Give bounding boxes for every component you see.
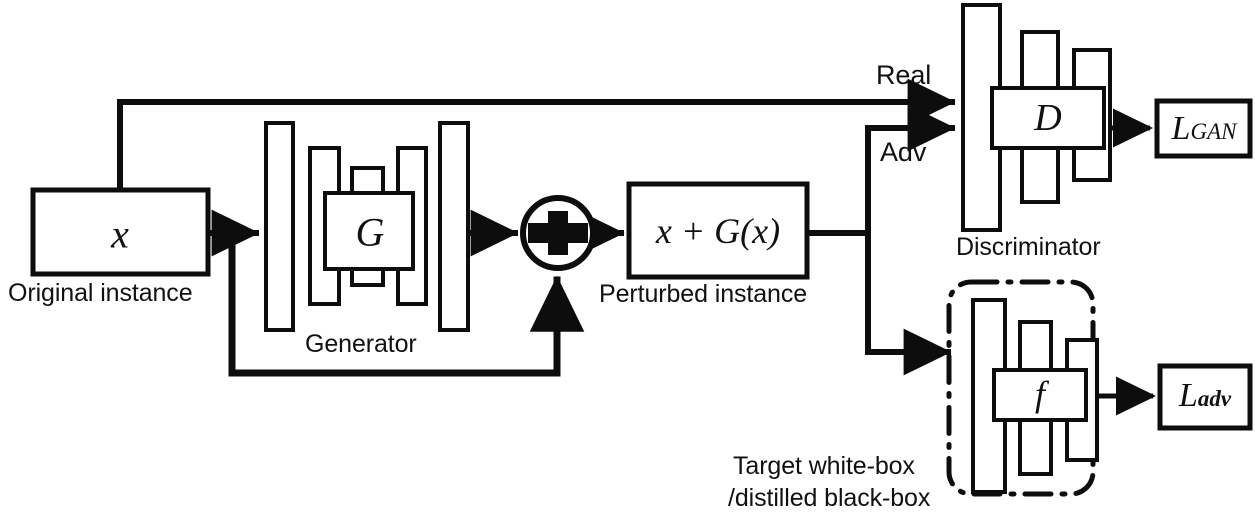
generator-bar-5: [438, 121, 470, 332]
discriminator-caption: Discriminator: [956, 233, 1101, 261]
original-instance-caption: Original instance: [8, 279, 193, 307]
perturbed-prefix: x +: [655, 211, 715, 251]
target-caption-line2: /distilled black-box: [728, 484, 931, 512]
loss-adv-subscript: adv: [1197, 386, 1232, 411]
original-instance-symbol: x: [111, 211, 129, 257]
generator-bar-1: [264, 121, 295, 332]
edge-x-to-real: [117, 78, 956, 193]
plus-icon: [528, 211, 588, 255]
edge-label-real: Real: [876, 60, 932, 90]
node-discriminator: [961, 3, 1112, 232]
perturbed-instance-symbol: x + G(x): [656, 210, 780, 252]
loss-gan-symbol: LGAN: [1172, 110, 1237, 148]
discriminator-core-box: [990, 86, 1106, 150]
loss-gan-subscript: GAN: [1190, 119, 1237, 144]
node-adder: [520, 195, 596, 271]
node-original-instance: [30, 187, 211, 277]
node-target-model: [946, 279, 1099, 497]
edge-x-skip-to-adder: [228, 229, 585, 377]
loss-adv-symbol: Ladv: [1179, 377, 1231, 415]
generator-caption: Generator: [305, 330, 417, 358]
target-core-box: [992, 368, 1088, 422]
perturbed-G: G: [714, 211, 741, 251]
discriminator-symbol: D: [1034, 97, 1062, 139]
perturbed-instance-caption: Perturbed instance: [599, 280, 808, 308]
perturbed-tail: (x): [740, 211, 781, 251]
node-loss-adv: [1157, 363, 1253, 431]
node-loss-gan: [1154, 98, 1253, 159]
target-model-symbol: f: [1034, 374, 1046, 414]
loss-gan-script-L: L: [1171, 110, 1191, 147]
edge-perturbed-branch: [804, 125, 871, 355]
node-generator: [264, 121, 470, 332]
generator-symbol: G: [355, 209, 385, 255]
edge-label-adv: Adv: [880, 137, 927, 167]
node-perturbed-instance: [626, 181, 810, 280]
generator-core-box: [323, 191, 415, 271]
loss-adv-script-L: L: [1178, 377, 1198, 414]
target-caption-line1: Target white-box: [733, 452, 915, 480]
